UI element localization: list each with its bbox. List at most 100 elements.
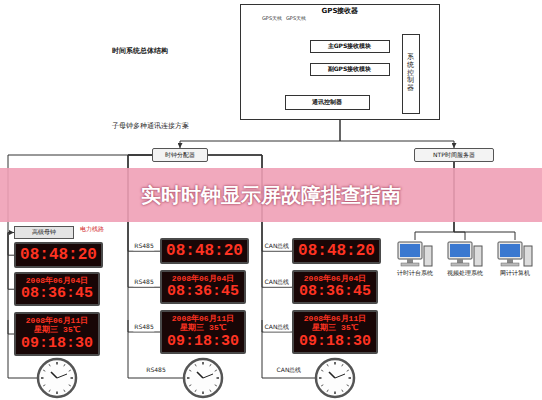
clock-tick (327, 364, 328, 366)
display-text: 09:18:30 (21, 335, 93, 352)
clock-tick (321, 385, 323, 386)
monitor (448, 242, 472, 259)
module-box: 通讯控制器 (285, 95, 370, 110)
clock-tick (347, 385, 349, 386)
controller-box: 系统控制器 (402, 34, 420, 114)
minute-hand (57, 374, 67, 378)
led-display: 08:48:20 (14, 242, 103, 268)
led-display: 2008年06月04日08:36:45 (14, 272, 100, 306)
keyboard (451, 263, 469, 266)
clock-face (184, 359, 222, 397)
node-label: 视频处理系统 (447, 270, 483, 276)
node-label: 计时计台系统 (397, 270, 433, 276)
clock-tick (215, 385, 217, 386)
clock-tick (69, 370, 71, 371)
clock-tick (195, 364, 196, 366)
computer-tower (524, 246, 532, 266)
clock-tick (215, 370, 217, 371)
node-label: 系统控制器 (407, 54, 414, 92)
computer-tower (424, 246, 432, 266)
display-text: 星期三 35℃ (34, 325, 79, 334)
banner-title: 实时时钟显示屏故障排查指南 (141, 182, 401, 209)
section-heading: 时间系统总体结构 (112, 47, 168, 55)
node-label: NTP时间服务器 (433, 152, 475, 159)
computer-icon (446, 240, 484, 270)
computer-tower (474, 246, 482, 266)
clock-tick (347, 370, 349, 371)
display-text: 2008年06月04日 (172, 274, 234, 283)
display-text: 08:36:45 (21, 285, 93, 302)
clock-tick (189, 385, 191, 386)
analog-clock (184, 359, 222, 397)
display-text: 09:18:30 (299, 333, 371, 350)
clock-tick (56, 392, 58, 395)
minute-hand (203, 374, 213, 378)
computer-node: 网计计算机 (494, 240, 536, 284)
clock-tick (69, 385, 71, 386)
bus-label: CAN总线 (264, 280, 291, 287)
keyboard (401, 263, 419, 266)
computer-node: 计时计台系统 (394, 240, 436, 284)
clock-tick (43, 370, 45, 371)
node-label: 高级母钟 (32, 229, 56, 236)
node-label: GPS接收器 (322, 7, 359, 15)
led-display: 2008年06月11日星期三 35℃09:18:30 (14, 312, 100, 356)
server-box: 时钟分配器 (152, 148, 208, 162)
server-box: NTP时间服务器 (414, 148, 494, 162)
clock-tick (210, 390, 211, 392)
display-text: 2008年06月11日 (26, 316, 88, 325)
led-display: 2008年06月04日08:36:45 (292, 270, 378, 304)
screen (450, 244, 470, 257)
bus-label: RS485 (133, 324, 154, 331)
title-banner: 实时时钟显示屏故障排查指南 (0, 168, 542, 222)
clock-tick (334, 362, 336, 365)
clock-tick (43, 385, 45, 386)
display-text: 08:48:20 (166, 242, 243, 260)
antenna-label: GPS天线 (262, 16, 282, 22)
clock-tick (217, 377, 220, 379)
clock-tick (342, 364, 343, 366)
node-label: 主GPS接收模块 (328, 43, 372, 50)
clock-face (316, 359, 354, 397)
led-display: 2008年06月04日08:36:45 (160, 270, 246, 304)
master-clock-box: 高级母钟 (14, 226, 74, 239)
monitor (398, 242, 422, 259)
bus-label: CAN总线 (264, 324, 291, 331)
hour-hand (197, 372, 203, 378)
clock-tick (195, 390, 196, 392)
clock-tick (189, 370, 191, 371)
bus-label: RS485 (133, 244, 154, 251)
keyboard (501, 263, 519, 266)
hour-hand (51, 372, 57, 378)
led-display: 2008年06月11日星期三 35℃09:18:30 (160, 310, 246, 354)
computer-icon (396, 240, 434, 270)
line-label: 电力线路 (80, 226, 104, 233)
led-display: 08:48:20 (292, 238, 381, 264)
clock-tick (202, 362, 204, 365)
analog-clock (38, 359, 76, 397)
bus-label: CAN总线 (264, 244, 291, 251)
computer-icon (496, 240, 534, 270)
bus-label: CAN总线 (277, 367, 302, 374)
hour-hand (329, 372, 335, 378)
led-display: 2008年06月11日星期三 35℃09:18:30 (292, 310, 378, 354)
display-text: 星期三 35℃ (180, 323, 225, 332)
monitor (498, 242, 522, 259)
clock-tick (321, 370, 323, 371)
display-text: 2008年06月04日 (304, 274, 366, 283)
led-display: 08:48:20 (160, 238, 249, 264)
receiver-enclosure: 主GPS接收模块副GPS接收模块 系统控制器通讯控制器 GPS接收器 (240, 4, 440, 120)
screen (500, 244, 520, 257)
clock-tick (334, 392, 336, 395)
display-text: 09:18:30 (167, 333, 239, 350)
display-text: 08:36:45 (167, 283, 239, 300)
clock-tick (342, 390, 343, 392)
clock-tick (319, 377, 322, 379)
clock-tick (49, 390, 50, 392)
node-label: 副GPS接收模块 (328, 66, 372, 73)
clock-tick (64, 390, 65, 392)
display-text: 2008年06月04日 (26, 276, 88, 285)
clock-tick (187, 377, 190, 379)
connector (180, 120, 340, 148)
clock-tick (56, 362, 58, 365)
